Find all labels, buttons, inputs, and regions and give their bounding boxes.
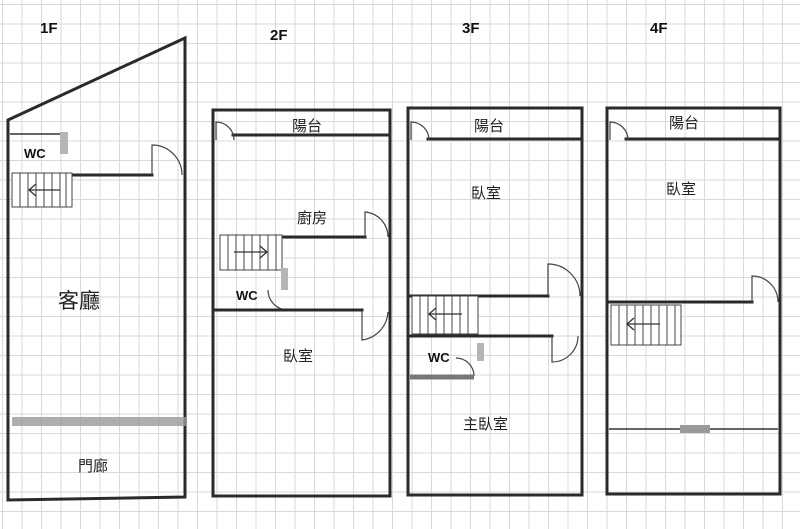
floor-4f-balcony-door (609, 121, 629, 141)
floor-1f-door (151, 144, 183, 176)
floor-2f-bedroom-door (361, 310, 389, 341)
floor-4f-stairs-arrow-icon (626, 317, 660, 331)
floor-3f-bedroom-label: 臥室 (471, 184, 501, 202)
floor-2f-label: 2F (270, 27, 288, 44)
floor-4f-balcony-label: 陽台 (669, 114, 699, 132)
floor-2f-kitchen-label: 廚房 (297, 209, 327, 227)
floor-3f-wc-blur (477, 343, 484, 361)
floor-4f-outline (605, 106, 782, 496)
floor-2f-kitchen-door (364, 211, 389, 238)
floor-2f-bedroom-label: 臥室 (283, 347, 313, 365)
floor-2f-wc-door (267, 289, 289, 311)
floor-3f-wc-door (455, 357, 475, 377)
floor-1f-porch-label: 門廊 (78, 457, 108, 475)
floor-2f-wc-blur (281, 268, 288, 290)
floor-4f: 4F 陽台 臥室 (605, 20, 782, 496)
floor-3f-wc-label: WC (428, 350, 450, 365)
floor-3f-master-label: 主臥室 (463, 415, 508, 433)
floor-2f-stairs-arrow-icon (234, 245, 268, 259)
floor-4f-bedroom-label: 臥室 (666, 180, 696, 198)
floor-1f: 1F WC 客廳 門廊 (6, 20, 187, 502)
floor-1f-wc-blur (60, 132, 68, 154)
floor-3f: 3F 陽台 臥室 WC 主臥室 (406, 20, 584, 497)
floor-2f-balcony-label: 陽台 (292, 117, 322, 135)
floor-1f-front-wall-blur (12, 417, 186, 426)
floor-3f-label: 3F (462, 20, 480, 37)
floor-1f-stairs-arrow-icon (28, 183, 60, 197)
floor-2f-wc-label: WC (236, 288, 258, 303)
floor-4f-lower-wall-blur (680, 425, 710, 433)
floor-3f-stairs-arrow-icon (428, 307, 462, 321)
floor-2f: 2F 陽台 廚房 WC 臥室 (211, 27, 392, 498)
floor-3f-master-door (551, 335, 579, 363)
floor-3f-stairs (411, 295, 479, 335)
floor-3f-balcony-label: 陽台 (474, 117, 504, 135)
floor-4f-bedroom-door (751, 275, 779, 303)
floor-1f-living-label: 客廳 (58, 289, 100, 313)
floor-1f-wc-label: WC (24, 146, 46, 161)
floor-1f-label: 1F (40, 20, 58, 37)
floor-4f-label: 4F (650, 20, 668, 37)
floor-4f-stairs (610, 304, 682, 346)
floor-3f-balcony-door (410, 121, 430, 141)
floor-3f-outline (406, 106, 584, 497)
floor-2f-outline (211, 108, 392, 498)
floor-1f-outline (6, 35, 187, 502)
floor-2f-balcony-door (215, 121, 235, 141)
floor-3f-bedroom-door (547, 263, 581, 297)
floor-1f-stairs (11, 172, 73, 208)
